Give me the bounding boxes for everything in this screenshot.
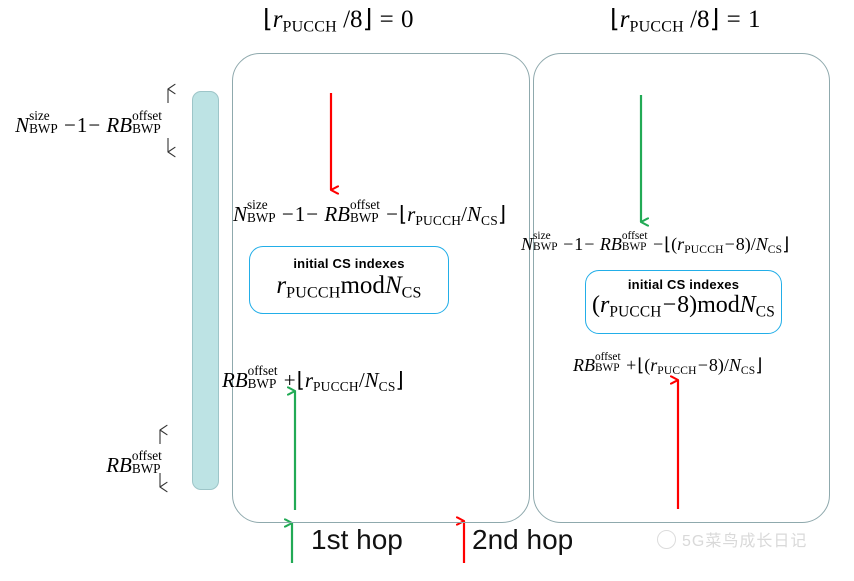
right-cs-indexes-box: initial CS indexes (rPUCCH−8)modNCS — [585, 270, 782, 334]
right-panel-container — [533, 53, 830, 523]
watermark: 5G菜鸟成长日记 — [657, 527, 807, 551]
bwp-vertical-bar — [192, 91, 219, 490]
left-panel-container — [232, 53, 530, 523]
legend-first-hop-label: 1st hop — [311, 524, 403, 555]
right-cs-box-title: initial CS indexes — [627, 277, 740, 292]
legend-second-hop-label: 2nd hop — [472, 524, 574, 555]
left-cs-box-title: initial CS indexes — [293, 256, 405, 271]
left-cs-indexes-box: initial CS indexes rPUCCHmodNCS — [249, 246, 449, 314]
right-cs-box-formula: (rPUCCH−8)modNCS — [592, 292, 775, 321]
left-cs-box-formula: rPUCCHmodNCS — [276, 272, 422, 302]
watermark-text: 5G菜鸟成长日记 — [682, 533, 808, 550]
left-panel-title: ⌊rPUCCH /8⌋ = 0 — [263, 6, 414, 36]
right-panel-title: ⌊rPUCCH /8⌋ = 1 — [610, 6, 761, 36]
watermark-logo-icon — [657, 529, 676, 549]
